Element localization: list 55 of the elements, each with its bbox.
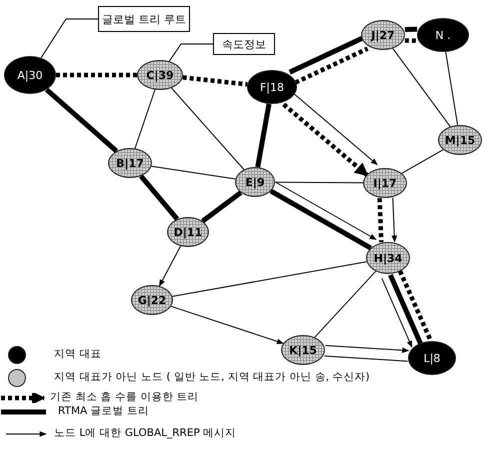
leader-line xyxy=(40,18,98,58)
link-line xyxy=(151,166,236,180)
legend-text: 기존 최소 홉 수를 이용한 트리 xyxy=(50,390,199,404)
link-line xyxy=(324,356,408,362)
legend-text: 지역 대표가 아닌 노드 ( 일반 노드, 지역 대표가 아닌 송, 수신자) xyxy=(54,370,370,384)
node-ellipse: H|34 xyxy=(366,242,410,274)
node-ellipse: N . xyxy=(417,18,469,52)
tree-line xyxy=(255,103,272,168)
tree-line xyxy=(388,274,423,344)
dotted-tree-line xyxy=(377,198,384,242)
link-line xyxy=(401,149,444,174)
tree-line xyxy=(270,188,372,250)
node-ellipse: G|22 xyxy=(131,285,173,315)
link-line xyxy=(134,89,156,149)
callout-box: 속도정보 xyxy=(213,33,275,55)
message-arrow xyxy=(293,93,378,166)
tree-line xyxy=(288,36,364,74)
node-ellipse: D|11 xyxy=(167,217,209,247)
link-line xyxy=(172,261,368,297)
dotted-tree-line xyxy=(404,38,418,43)
tree-line xyxy=(201,190,242,224)
tree-line xyxy=(44,88,118,153)
tree-line xyxy=(138,174,180,221)
callout-box: 글로벌 트리 루트 xyxy=(98,6,190,32)
link-line xyxy=(445,51,458,126)
message-arrow xyxy=(276,182,377,240)
node-ellipse: L|8 xyxy=(408,341,456,375)
message-arrow xyxy=(324,345,410,353)
message-arrow xyxy=(158,246,182,287)
link-line xyxy=(171,88,244,170)
dotted-tree-line xyxy=(294,46,369,85)
link-line xyxy=(314,270,376,338)
node-ellipse: I|17 xyxy=(363,168,407,198)
message-arrow xyxy=(392,197,398,242)
link-line xyxy=(392,48,451,128)
tree-line xyxy=(404,26,418,32)
node-ellipse: F|18 xyxy=(247,70,297,104)
dotted-tree-line xyxy=(56,72,137,78)
legend-text: 노드 L에 대한 GLOBAL_RREP 메시지 xyxy=(54,426,236,440)
legend-text: 지역 대표 xyxy=(54,347,102,361)
message-arrow xyxy=(381,278,412,348)
dotted-tree-line xyxy=(398,270,432,340)
node-ellipse: K|15 xyxy=(281,335,325,365)
node-ellipse: A|30 xyxy=(4,56,56,94)
link-line xyxy=(274,182,364,184)
node-ellipse: J|27 xyxy=(361,20,405,50)
node-ellipse: C|39 xyxy=(137,60,183,90)
leader-line xyxy=(168,44,214,62)
node-ellipse: M|15 xyxy=(438,125,482,155)
node-ellipse: B|17 xyxy=(108,148,152,178)
legend-text: RTMA 글로벌 트리 xyxy=(58,404,149,418)
dotted-tree-line xyxy=(282,102,369,178)
node-ellipse: E|9 xyxy=(235,167,275,197)
message-arrow xyxy=(170,306,284,344)
dotted-tree-line xyxy=(182,75,248,87)
